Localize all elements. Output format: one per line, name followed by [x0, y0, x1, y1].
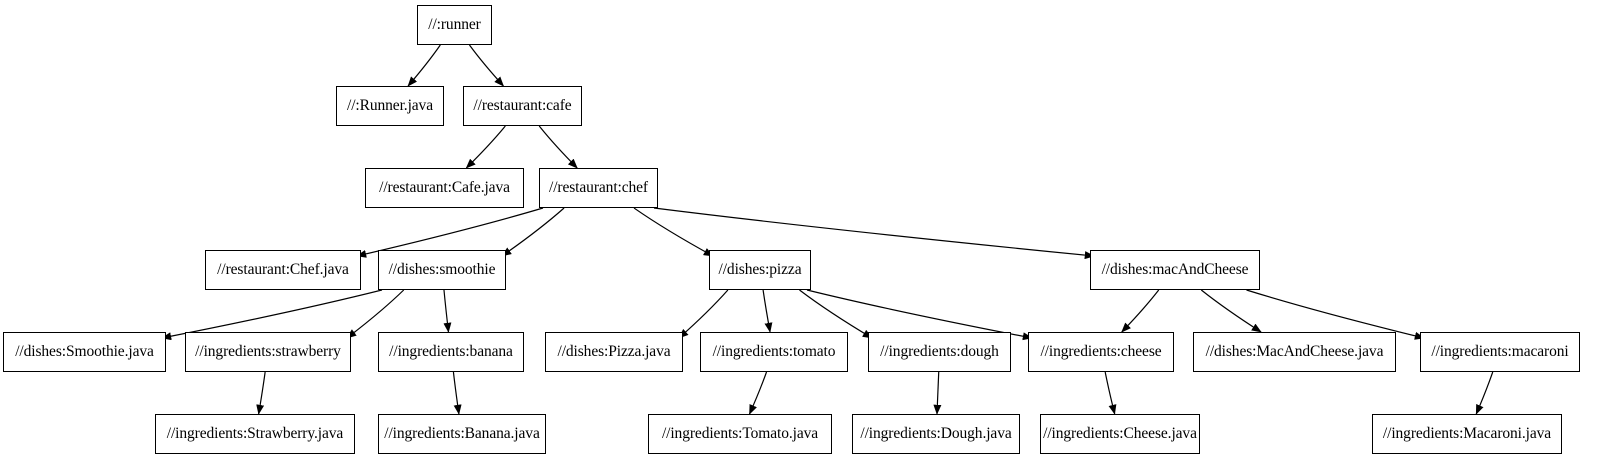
graph-node-label: //ingredients:strawberry — [195, 343, 341, 361]
graph-edge-ing-tomato-to-ing-tomato-java — [748, 371, 768, 415]
graph-edge-ing-banana-to-ing-banana-java — [452, 371, 462, 415]
graph-node-label: //restaurant:Chef.java — [217, 261, 349, 279]
graph-node-label: //ingredients:macaroni — [1431, 343, 1569, 361]
graph-edge-restaurant-chef-to-dishes-smoothie — [501, 207, 565, 257]
graph-node-ing-macaroni[interactable]: //ingredients:macaroni — [1420, 332, 1580, 372]
graph-node-label: //ingredients:cheese — [1040, 343, 1162, 361]
graph-node-ing-macaroni-java[interactable]: //ingredients:Macaroni.java — [1372, 414, 1562, 454]
graph-edge-dishes-smoothie-to-dishes-smoothie-java — [161, 289, 383, 341]
graph-node-dishes-pizza-java[interactable]: //dishes:Pizza.java — [545, 332, 683, 372]
graph-edge-ing-cheese-to-ing-cheese-java — [1104, 371, 1117, 415]
graph-edge-dishes-pizza-to-ing-dough — [799, 289, 873, 339]
graph-node-label: //ingredients:Cheese.java — [1043, 425, 1197, 443]
graph-edge-ing-dough-to-ing-dough-java — [933, 371, 942, 415]
graph-node-label: //ingredients:Banana.java — [384, 425, 540, 443]
graph-node-ing-strawberry[interactable]: //ingredients:strawberry — [185, 332, 351, 372]
graph-edge-dishes-pizza-to-ing-tomato — [762, 289, 773, 333]
graph-edge-restaurant-chef-to-restaurant-chef-java — [356, 207, 544, 258]
graph-edge-dishes-pizza-to-dishes-pizza-java — [678, 289, 729, 339]
graph-edge-dishes-smoothie-to-ing-banana — [443, 289, 452, 333]
graph-node-label: //dishes:smoothie — [388, 261, 496, 279]
graph-node-label: //dishes:pizza — [718, 261, 802, 279]
graph-node-dishes-smoothie-java[interactable]: //dishes:Smoothie.java — [3, 332, 166, 372]
graph-node-restaurant-cafe-java[interactable]: //restaurant:Cafe.java — [365, 168, 524, 208]
graph-node-label: //ingredients:Dough.java — [860, 425, 1012, 443]
graph-edge-ing-macaroni-to-ing-macaroni-java — [1475, 371, 1494, 415]
graph-edge-dishes-macandcheese-to-dishes-mac-java — [1200, 289, 1262, 333]
graph-node-label: //ingredients:banana — [389, 343, 513, 361]
graph-edge-restaurant-cafe-to-restaurant-cafe-java — [465, 125, 506, 169]
graph-node-ing-cheese-java[interactable]: //ingredients:Cheese.java — [1040, 414, 1200, 454]
graph-node-dishes-mac-java[interactable]: //dishes:MacAndCheese.java — [1193, 332, 1396, 372]
graph-edge-dishes-pizza-to-ing-cheese — [806, 289, 1033, 341]
graph-node-label: //dishes:MacAndCheese.java — [1205, 343, 1384, 361]
graph-node-runner[interactable]: //:runner — [417, 5, 492, 45]
graph-node-label: //:Runner.java — [347, 97, 433, 115]
graph-edge-dishes-smoothie-to-ing-strawberry — [346, 289, 405, 339]
graph-node-restaurant-chef-java[interactable]: //restaurant:Chef.java — [205, 250, 361, 290]
graph-node-ing-banana[interactable]: //ingredients:banana — [378, 332, 524, 372]
graph-edge-dishes-macandcheese-to-ing-macaroni — [1246, 289, 1425, 340]
graph-node-ing-tomato[interactable]: //ingredients:tomato — [700, 332, 848, 372]
graph-node-label: //ingredients:dough — [880, 343, 999, 361]
graph-edge-restaurant-chef-to-dishes-pizza — [633, 207, 714, 257]
graph-edge-dishes-macandcheese-to-ing-cheese — [1121, 289, 1160, 333]
graph-node-ing-tomato-java[interactable]: //ingredients:Tomato.java — [648, 414, 832, 454]
graph-edge-runner-to-runner-java — [407, 44, 441, 87]
graph-node-label: //ingredients:Tomato.java — [661, 425, 819, 443]
graph-node-label: //dishes:Pizza.java — [557, 343, 671, 361]
graph-node-dishes-pizza[interactable]: //dishes:pizza — [709, 250, 811, 290]
graph-node-label: //ingredients:tomato — [712, 343, 836, 361]
graph-edge-runner-to-restaurant-cafe — [468, 44, 504, 87]
graph-edge-restaurant-cafe-to-restaurant-chef — [538, 125, 578, 169]
graph-node-restaurant-cafe[interactable]: //restaurant:cafe — [463, 86, 582, 126]
graph-node-dishes-macandcheese[interactable]: //dishes:macAndCheese — [1090, 250, 1260, 290]
graph-node-ing-cheese[interactable]: //ingredients:cheese — [1028, 332, 1174, 372]
graph-node-restaurant-chef[interactable]: //restaurant:chef — [539, 168, 658, 208]
graph-node-ing-dough[interactable]: //ingredients:dough — [868, 332, 1011, 372]
graph-node-label: //restaurant:Cafe.java — [379, 179, 510, 197]
graph-edge-restaurant-chef-to-dishes-macandcheese — [653, 207, 1095, 260]
graph-node-runner-java[interactable]: //:Runner.java — [336, 86, 444, 126]
graph-node-label: //ingredients:Macaroni.java — [1382, 425, 1552, 443]
graph-node-label: //ingredients:Strawberry.java — [166, 425, 344, 443]
graph-node-ing-dough-java[interactable]: //ingredients:Dough.java — [852, 414, 1020, 454]
graph-edge-ing-strawberry-to-ing-strawberry-java — [256, 371, 266, 415]
graph-node-label: //dishes:macAndCheese — [1101, 261, 1249, 279]
graph-node-ing-banana-java[interactable]: //ingredients:Banana.java — [378, 414, 546, 454]
graph-node-label: //restaurant:chef — [549, 179, 648, 197]
graph-node-dishes-smoothie[interactable]: //dishes:smoothie — [378, 250, 506, 290]
graph-node-label: //dishes:Smoothie.java — [15, 343, 154, 361]
graph-node-ing-strawberry-java[interactable]: //ingredients:Strawberry.java — [155, 414, 355, 454]
graph-node-label: //:runner — [428, 16, 481, 34]
graph-node-label: //restaurant:cafe — [473, 97, 572, 115]
